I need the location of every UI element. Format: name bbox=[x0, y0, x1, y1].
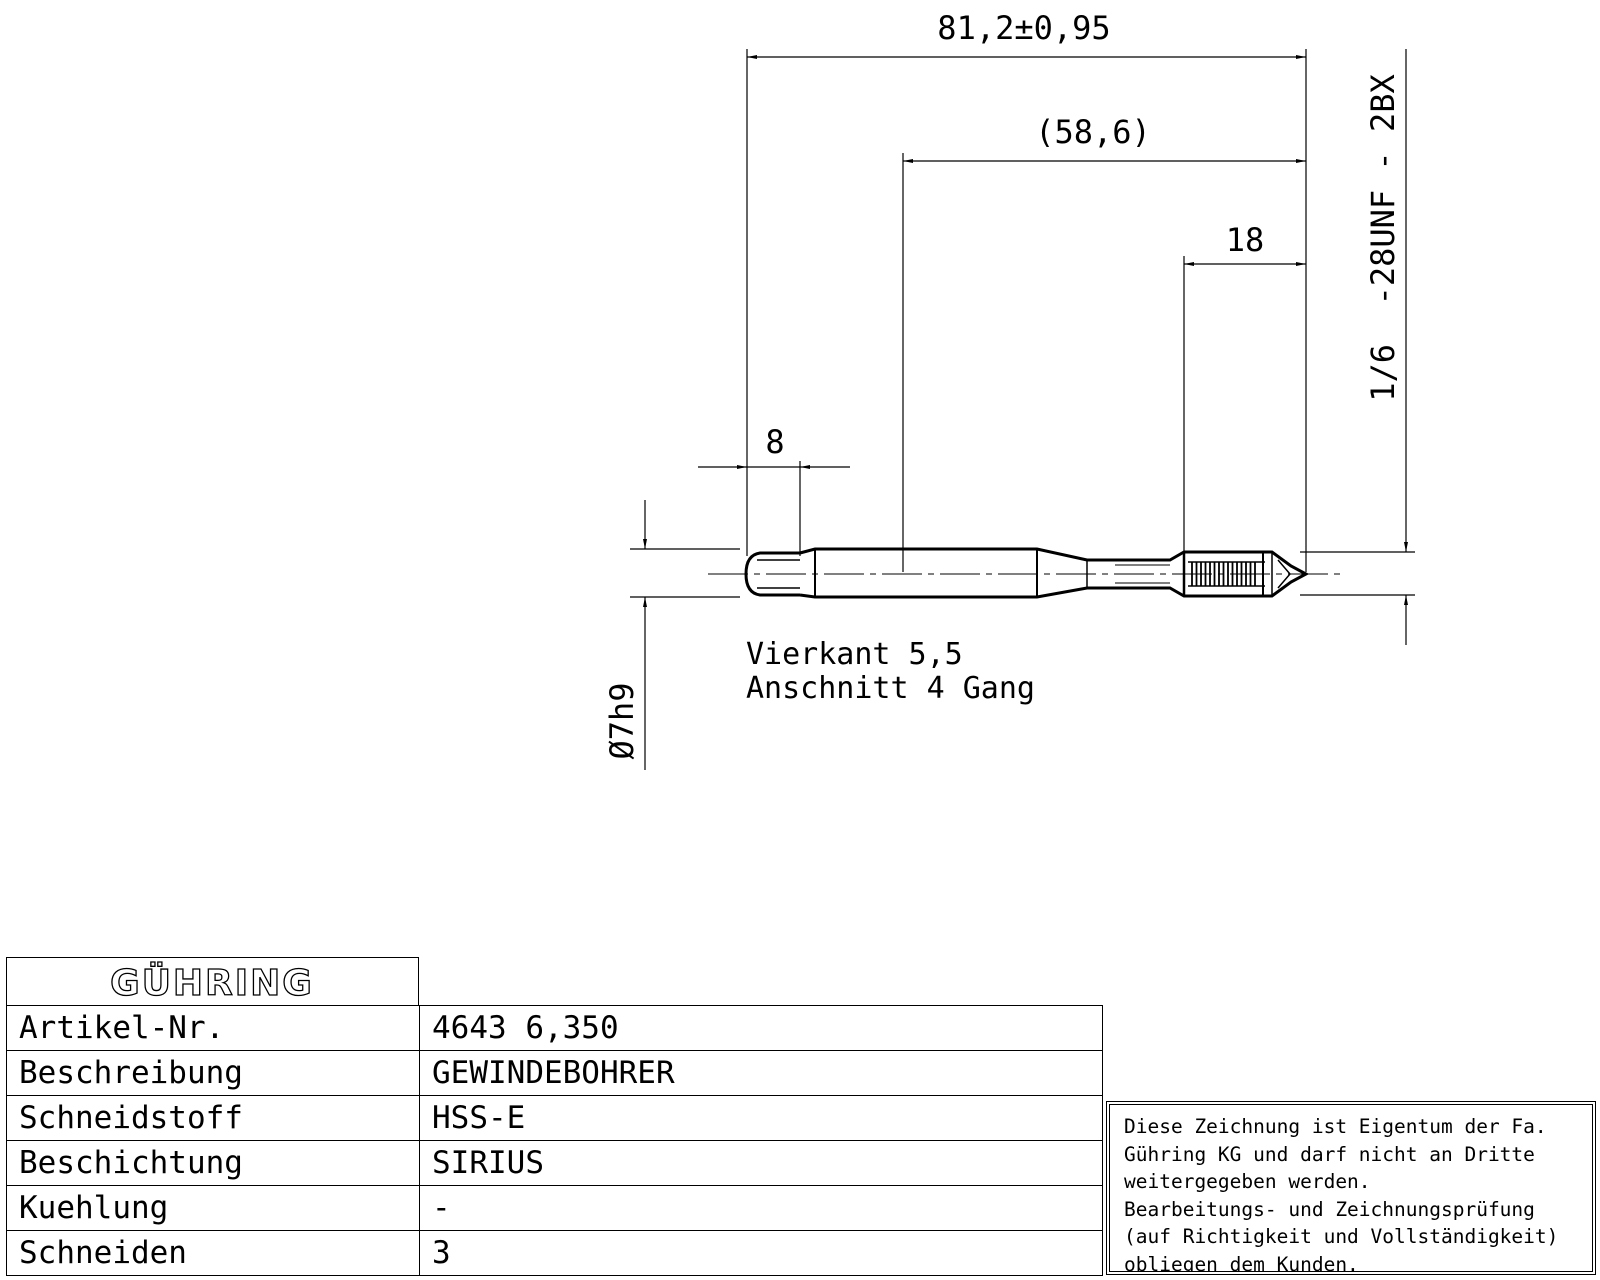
disclaimer-line: Diese Zeichnung ist Eigentum der Fa. bbox=[1124, 1115, 1547, 1138]
square-end bbox=[744, 551, 800, 597]
overall-length-label: 81,2±0,95 bbox=[937, 9, 1110, 47]
table-row: Schneiden 3 bbox=[6, 1230, 1103, 1276]
label-schneiden: Schneiden bbox=[6, 1230, 420, 1276]
table-row: Schneidstoff HSS-E bbox=[6, 1095, 1103, 1141]
disclaimer-line: weitergegeben werden. bbox=[1124, 1170, 1371, 1193]
table-row: Kuehlung - bbox=[6, 1185, 1103, 1231]
table-row: Beschichtung SIRIUS bbox=[6, 1140, 1103, 1186]
label-kuehlung: Kuehlung bbox=[6, 1185, 420, 1231]
guehring-logo: GÜHRING bbox=[109, 961, 314, 1004]
disclaimer-line: (auf Richtigkeit und Vollständigkeit) bbox=[1124, 1225, 1559, 1248]
chamfer-note: Anschnitt 4 Gang bbox=[746, 671, 1035, 706]
shank bbox=[799, 547, 1310, 599]
title-block-table: Artikel-Nr. 4643 6,350 Beschreibung GEWI… bbox=[6, 1005, 1103, 1276]
body-length-label: (58,6) bbox=[1035, 113, 1151, 151]
disclaimer-line: obliegen dem Kunden. bbox=[1124, 1252, 1359, 1275]
value-artikel-nr: 4643 6,350 bbox=[419, 1005, 1103, 1051]
thread-spec-label: 1/6 -28UNF - 2BX bbox=[1364, 74, 1402, 402]
value-schneiden: 3 bbox=[419, 1230, 1103, 1276]
value-schneidstoff: HSS-E bbox=[419, 1095, 1103, 1141]
disclaimer-box: Diese Zeichnung ist Eigentum der Fa. Gühr… bbox=[1106, 1101, 1596, 1275]
value-beschichtung: SIRIUS bbox=[419, 1140, 1103, 1186]
thread-length-label: 18 bbox=[1226, 221, 1265, 259]
logo-cell: GÜHRING bbox=[6, 957, 419, 1006]
table-row: Beschreibung GEWINDEBOHRER bbox=[6, 1050, 1103, 1096]
value-kuehlung: - bbox=[419, 1185, 1103, 1231]
value-beschreibung: GEWINDEBOHRER bbox=[419, 1050, 1103, 1096]
table-row: Artikel-Nr. 4643 6,350 bbox=[6, 1005, 1103, 1051]
disclaimer-line: Gühring KG und darf nicht an Dritte bbox=[1124, 1142, 1535, 1166]
label-beschichtung: Beschichtung bbox=[6, 1140, 420, 1186]
disclaimer-line: Bearbeitungs- und Zeichnungsprüfung bbox=[1124, 1197, 1535, 1221]
dimension-lines bbox=[643, 49, 1408, 770]
label-schneidstoff: Schneidstoff bbox=[6, 1095, 420, 1141]
thread-hatching bbox=[1191, 562, 1256, 586]
label-artikel-nr: Artikel-Nr. bbox=[6, 1005, 420, 1051]
square-length-label: 8 bbox=[765, 423, 784, 461]
label-beschreibung: Beschreibung bbox=[6, 1050, 420, 1096]
shank-diameter-label: Ø7h9 bbox=[603, 682, 641, 759]
guehring-logo-text: GÜHRING bbox=[110, 962, 314, 1004]
extension-lines bbox=[630, 49, 1415, 598]
square-note: Vierkant 5,5 bbox=[746, 637, 963, 672]
